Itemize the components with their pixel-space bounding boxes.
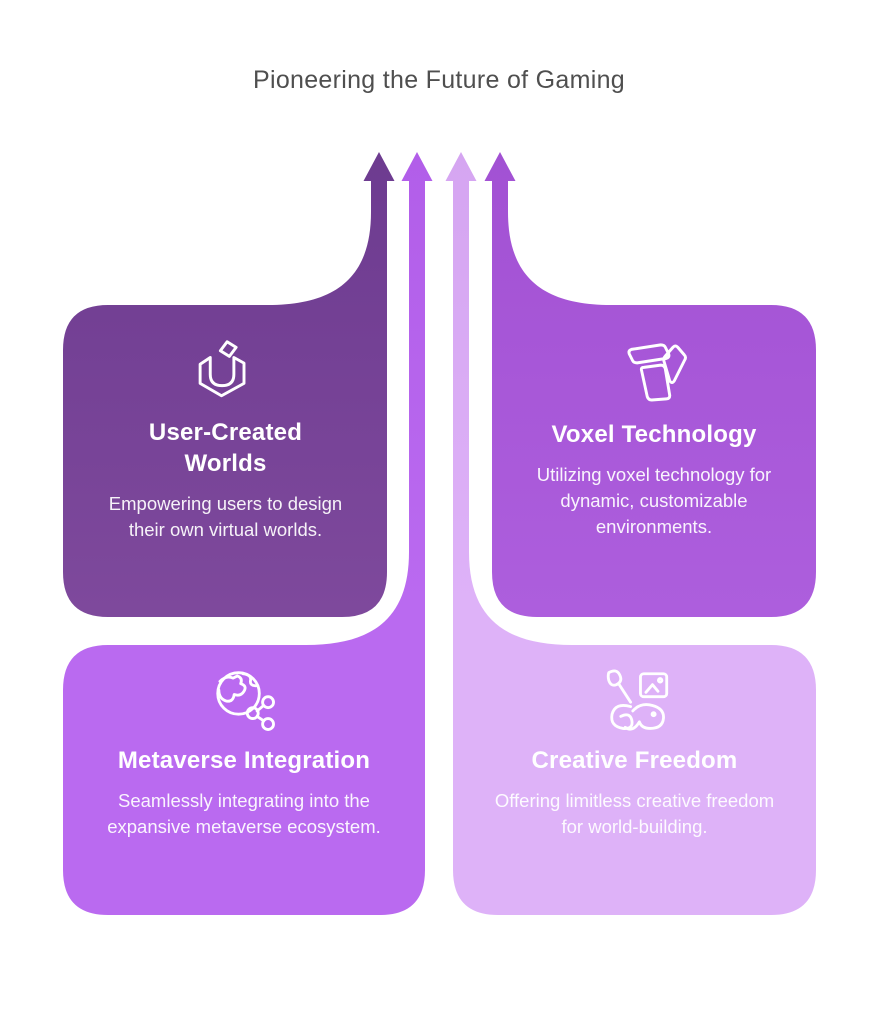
card-metaverse-integration: Metaverse Integration Seamlessly integra… xyxy=(63,645,425,915)
globe-share-icon xyxy=(216,671,275,731)
card-description: Utilizing voxel technology for dynamic, … xyxy=(536,464,772,537)
card-title: Voxel Technology xyxy=(551,421,757,448)
card-description: Empowering users to design their own vir… xyxy=(108,493,343,540)
card-shape-voxel-technology xyxy=(484,152,816,617)
brush-image-icon xyxy=(606,669,668,731)
card-title: Metaverse Integration xyxy=(117,747,371,774)
cube-outline-icon xyxy=(198,340,245,398)
card-title: User-Created Worlds xyxy=(148,419,303,477)
card-user-created-worlds: User-Created Worlds Empowering users to … xyxy=(63,305,388,617)
page-title: Pioneering the Future of Gaming xyxy=(252,66,625,94)
card-shape-creative-freedom xyxy=(445,152,816,915)
card-description: Offering limitless creative freedom for … xyxy=(494,790,775,837)
card-title: Creative Freedom xyxy=(531,747,738,774)
card-description: Seamlessly integrating into the expansiv… xyxy=(107,790,381,837)
card-creative-freedom: Creative Freedom Offering limitless crea… xyxy=(453,645,816,915)
voxel-icon xyxy=(627,343,687,402)
card-voxel-technology: Voxel Technology Utilizing voxel technol… xyxy=(492,305,816,617)
card-shape-metaverse-integration xyxy=(63,152,433,915)
